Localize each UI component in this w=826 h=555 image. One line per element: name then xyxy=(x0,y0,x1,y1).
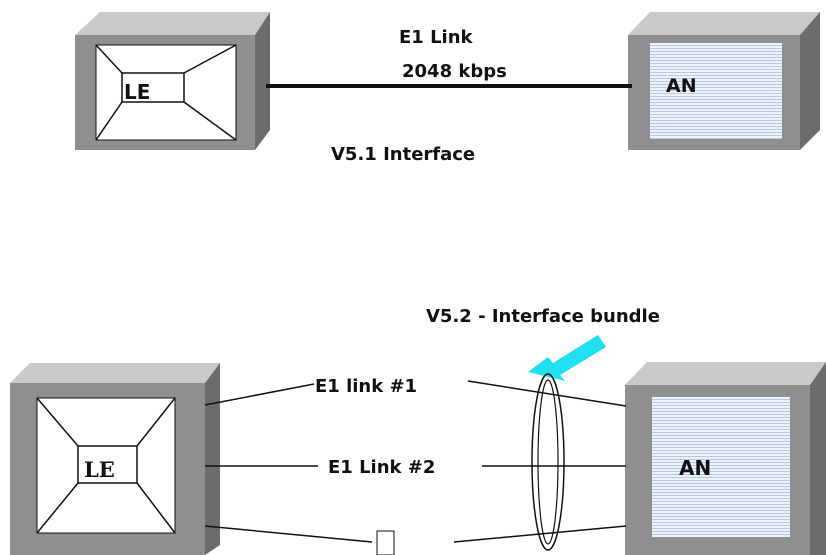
v51-le-switch-lines xyxy=(95,44,237,141)
v52-le-box-top xyxy=(10,363,220,383)
v51-an-box-top xyxy=(628,12,820,35)
v52-an-label: AN xyxy=(679,456,711,480)
v52-link-lines xyxy=(204,380,627,543)
bundle-pointer-arrow-icon xyxy=(528,335,606,381)
v52-an-box-side xyxy=(810,362,826,555)
v52-le-switch-core xyxy=(77,445,138,484)
v51-an-label: AN xyxy=(666,75,697,97)
v51-le-box-top xyxy=(75,12,270,35)
v52-le-box-side xyxy=(205,363,220,555)
v51-an-box-side xyxy=(800,12,820,150)
v52-link1-right xyxy=(467,380,627,407)
v52-le-switch-lines xyxy=(36,397,176,534)
v52-link3-right xyxy=(453,525,627,543)
v52-bundle-ring-inner xyxy=(537,379,559,545)
v51-an-panel xyxy=(650,43,782,139)
v51-le-label: LE xyxy=(124,80,150,104)
v52-link3-placeholder-box xyxy=(376,530,395,555)
v52-le-box: LE xyxy=(10,363,220,555)
v51-le-box-side xyxy=(255,12,270,150)
v52-link3-left xyxy=(204,525,373,543)
v52-link2-label: E1 Link #2 xyxy=(328,457,435,478)
v52-bundle-label: V5.2 - Interface bundle xyxy=(426,306,660,327)
v51-interface-label: V5.1 Interface xyxy=(331,144,475,165)
v51-link-title: E1 Link xyxy=(399,27,474,48)
v52-link1-label: E1 link #1 xyxy=(315,376,417,397)
v51-link-rate: 2048 kbps xyxy=(402,61,507,82)
v51-le-box: LE xyxy=(75,12,270,150)
v52-an-panel xyxy=(652,397,790,537)
v52-le-label: LE xyxy=(84,457,115,482)
v52-an-box: AN xyxy=(625,362,826,555)
v52-an-box-top xyxy=(625,362,826,385)
v52-link1-left xyxy=(204,383,315,406)
v51-an-box: AN xyxy=(628,12,820,150)
v51-le-switch-core xyxy=(121,72,185,103)
v52-bundle-ring-outer xyxy=(531,373,565,551)
